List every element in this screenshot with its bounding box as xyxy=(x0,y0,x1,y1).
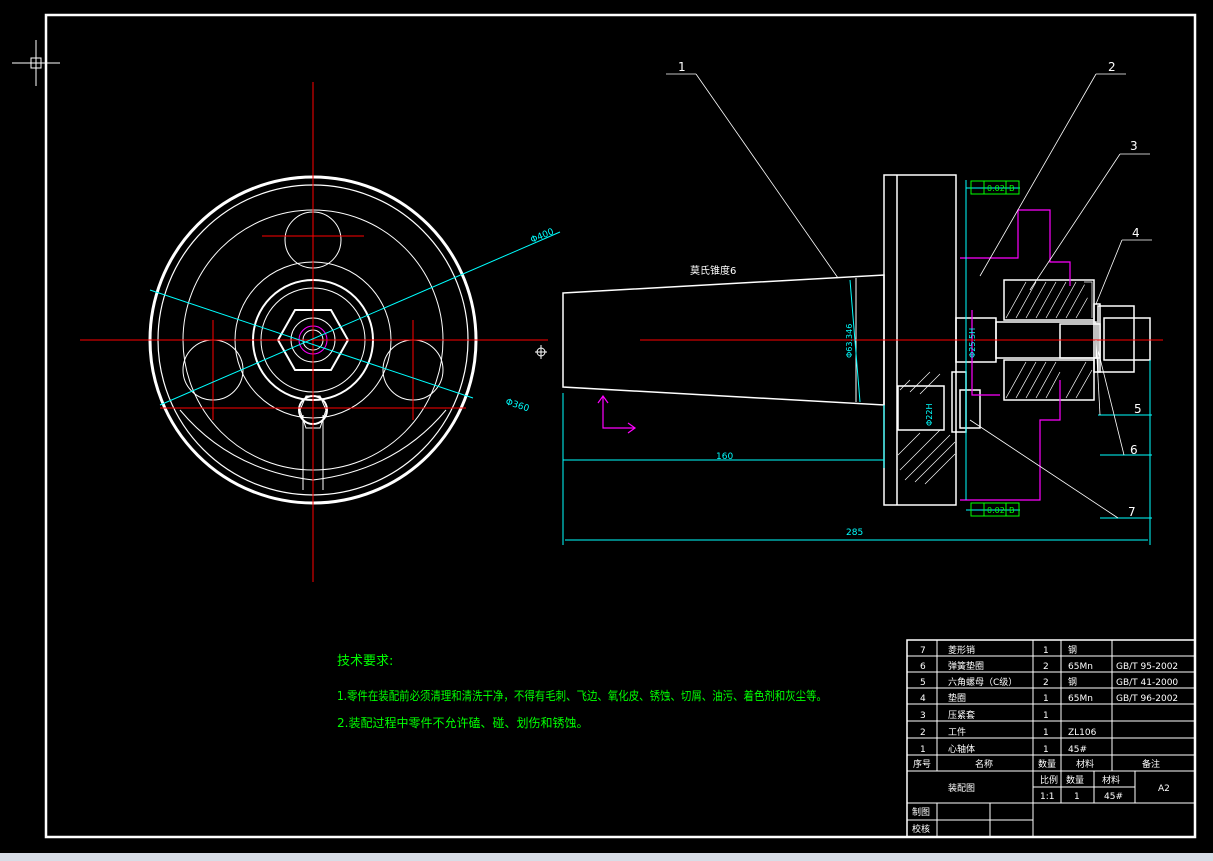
bom-cell-qty: 2 xyxy=(1043,678,1049,688)
bom-rows: 7 菱形销 1 钢 6 弹簧垫圈 2 65Mn GB/T 95-2002 5 六角螺母（C级） 2 钢 G… xyxy=(920,644,1178,755)
balloon-1: 1 xyxy=(678,60,686,74)
bom-cell-qty: 2 xyxy=(1043,662,1049,672)
workpiece-outline xyxy=(960,209,1071,501)
status-bar xyxy=(0,853,1213,861)
drawn-label: 制图 xyxy=(912,806,930,818)
bom-cell-material: 钢 xyxy=(1068,644,1077,656)
bom-cell-no: 3 xyxy=(920,711,926,721)
bom-header-note: 备注 xyxy=(1142,758,1160,770)
datum-symbol xyxy=(535,345,547,359)
bom-cell-material: 65Mn xyxy=(1068,662,1093,672)
bom-header-qty: 数量 xyxy=(1038,758,1056,770)
balloon-3: 3 xyxy=(1130,139,1138,153)
bom-cell-no: 6 xyxy=(920,662,926,672)
dim-phi25: Φ25.5H xyxy=(968,328,977,358)
dim-285: 285 xyxy=(846,528,863,538)
bom-cell-note: GB/T 41-2000 xyxy=(1116,678,1178,688)
bom-cell-material: 钢 xyxy=(1068,676,1077,688)
bom-cell-material: ZL106 xyxy=(1068,728,1097,738)
bom-cell-name: 压紧套 xyxy=(948,709,975,721)
side-dimensions xyxy=(562,180,1152,545)
dim-phi400: Φ400 xyxy=(529,227,555,246)
bom-header-name: 名称 xyxy=(975,758,993,770)
bom-cell-no: 5 xyxy=(920,678,926,688)
bom-cell-name: 六角螺母（C级） xyxy=(948,676,1017,688)
bom-cell-qty: 1 xyxy=(1043,728,1049,738)
dim-phi63: Φ63.346 xyxy=(845,324,854,358)
bom-header-no: 序号 xyxy=(913,758,931,770)
section-hatching xyxy=(897,281,1093,485)
qty-value: 1 xyxy=(1074,792,1080,802)
checked-label: 校核 xyxy=(912,823,930,835)
bom-cell-name: 心轴体 xyxy=(948,743,975,755)
bom-cell-material: 45# xyxy=(1068,745,1087,755)
bom-cell-note: GB/T 96-2002 xyxy=(1116,694,1178,704)
svg-text:0.02: 0.02 xyxy=(987,506,1005,515)
dim-phi360: Φ360 xyxy=(504,397,530,414)
bom-cell-qty: 1 xyxy=(1043,711,1049,721)
bom-cell-name: 弹簧垫圈 xyxy=(948,660,984,672)
balloon-6: 6 xyxy=(1130,443,1138,457)
balloon-5: 5 xyxy=(1134,402,1142,416)
drawing-frame xyxy=(44,13,1197,839)
material-value: 45# xyxy=(1104,792,1123,802)
scale-value: 1:1 xyxy=(1040,792,1054,802)
qty-label: 数量 xyxy=(1066,774,1084,786)
dim-160: 160 xyxy=(716,452,733,462)
bom-cell-qty: 1 xyxy=(1043,694,1049,704)
dim-phi22: Φ22H xyxy=(925,404,934,427)
balloon-7: 7 xyxy=(1128,505,1136,519)
bom-cell-qty: 1 xyxy=(1043,745,1049,755)
bom-cell-name: 菱形销 xyxy=(948,644,975,656)
bom-cell-no: 7 xyxy=(920,646,926,656)
drawing-name: 装配图 xyxy=(948,782,975,794)
bom-table xyxy=(906,639,1196,838)
crosshair-cursor xyxy=(12,40,60,86)
taper-label: 莫氏锥度6 xyxy=(690,264,736,277)
gdt-frame-top: 0.02 B xyxy=(970,180,1020,195)
balloon-2: 2 xyxy=(1108,60,1116,74)
gdt-frame-bottom: 0.02 B xyxy=(970,502,1020,517)
tech-req-item-1: 1.零件在装配前必须清理和清洗干净，不得有毛刺、飞边、氧化皮、锈蚀、切屑、油污、… xyxy=(337,688,827,703)
material-label: 材料 xyxy=(1102,774,1120,786)
bom-cell-no: 1 xyxy=(920,745,926,755)
bom-cell-qty: 1 xyxy=(1043,646,1049,656)
balloon-leaders xyxy=(666,73,1152,519)
svg-text:B: B xyxy=(1009,184,1015,193)
bom-cell-name: 垫圈 xyxy=(948,692,966,704)
bom-header-material: 材料 xyxy=(1076,758,1094,770)
end-view-centerlines xyxy=(80,82,548,582)
bom-cell-material: 65Mn xyxy=(1068,694,1093,704)
tech-req-title: 技术要求: xyxy=(337,654,393,669)
bom-cell-no: 2 xyxy=(920,728,926,738)
tech-req-item-2: 2.装配过程中零件不允许磕、碰、划伤和锈蚀。 xyxy=(337,715,588,730)
bom-cell-no: 4 xyxy=(920,694,926,704)
sheet-size: A2 xyxy=(1158,784,1170,794)
balloon-4: 4 xyxy=(1132,226,1140,240)
bom-cell-note: GB/T 95-2002 xyxy=(1116,662,1178,672)
svg-text:0.02: 0.02 xyxy=(987,184,1005,193)
svg-text:B: B xyxy=(1009,506,1015,515)
ucs-icon xyxy=(597,394,637,434)
end-view-dimension-lines xyxy=(149,231,561,406)
bom-cell-name: 工件 xyxy=(948,726,966,738)
scale-label: 比例 xyxy=(1040,774,1058,786)
